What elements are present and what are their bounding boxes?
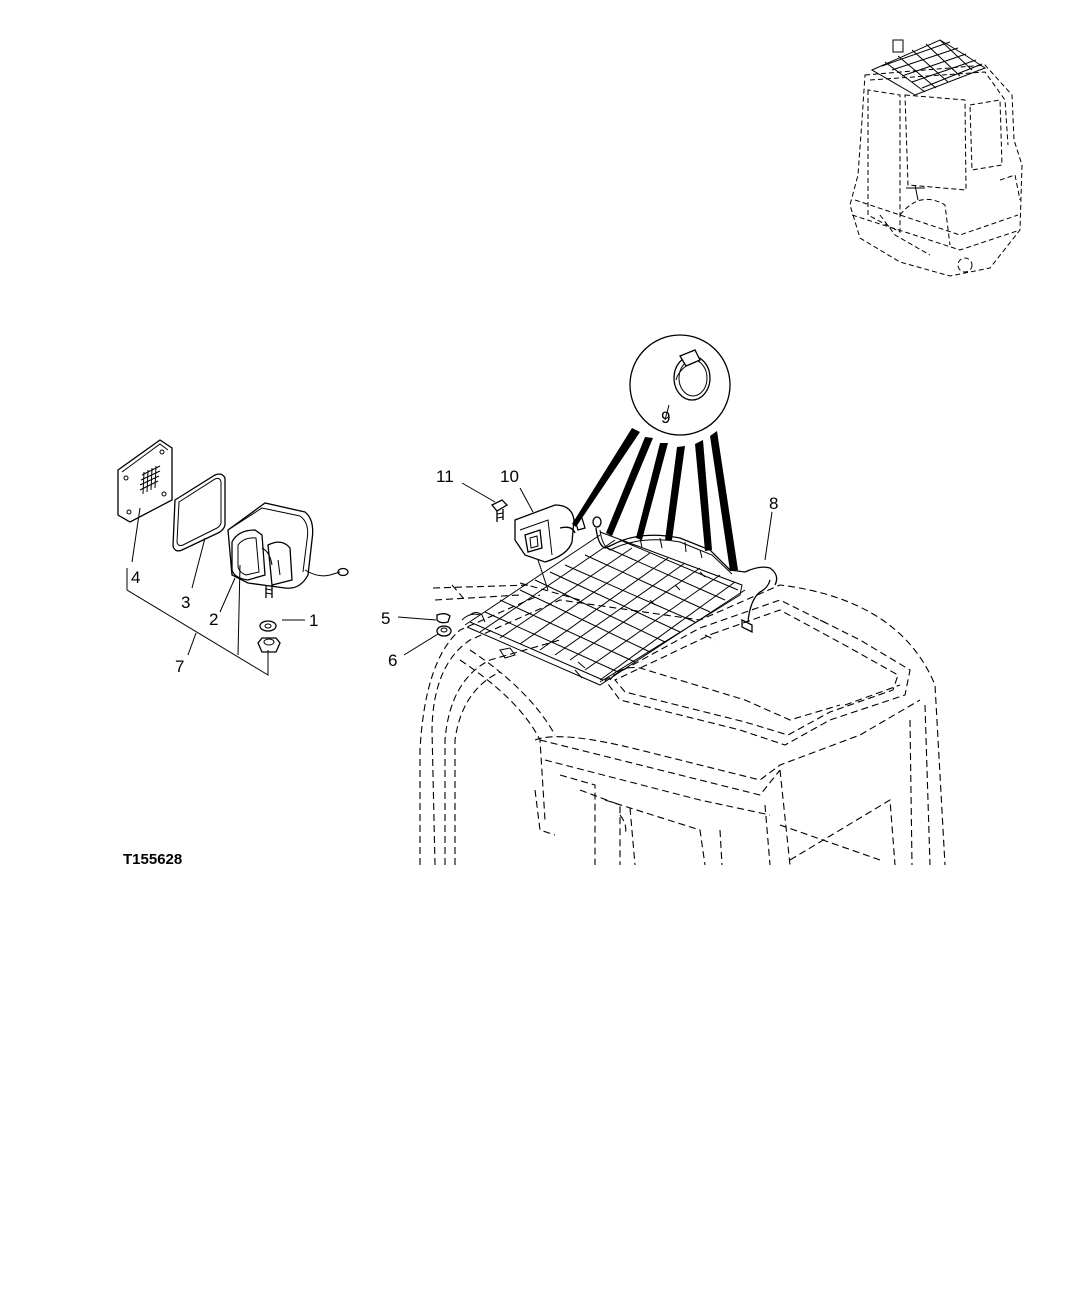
clamp-detail-bubble — [572, 334, 738, 571]
lamp-housing-part — [227, 502, 349, 598]
work-light-assembly — [117, 439, 349, 676]
callout-2: 2 — [209, 610, 218, 629]
callout-7: 7 — [175, 657, 184, 676]
washer-part — [259, 620, 277, 632]
cab-roof-assembly — [419, 516, 946, 866]
gasket-part — [172, 473, 226, 552]
screw-part — [490, 499, 509, 522]
light-bracket-part — [514, 504, 586, 563]
callout-10: 10 — [500, 467, 519, 486]
callout-8: 8 — [769, 494, 778, 513]
callout-3: 3 — [181, 593, 190, 612]
machine-overview-inset — [849, 39, 1023, 277]
nut-small-part — [436, 625, 452, 637]
callout-6: 6 — [388, 651, 397, 670]
callout-9: 9 — [661, 408, 670, 427]
roof-guard-grid — [432, 531, 746, 686]
nut-part — [257, 637, 281, 653]
figure-id: T155628 — [123, 851, 182, 868]
callout-1: 1 — [309, 611, 318, 630]
callout-5: 5 — [381, 609, 390, 628]
grille-part — [117, 439, 173, 523]
clip-part — [436, 613, 451, 624]
callout-11: 11 — [436, 467, 454, 486]
callout-4: 4 — [131, 568, 140, 587]
